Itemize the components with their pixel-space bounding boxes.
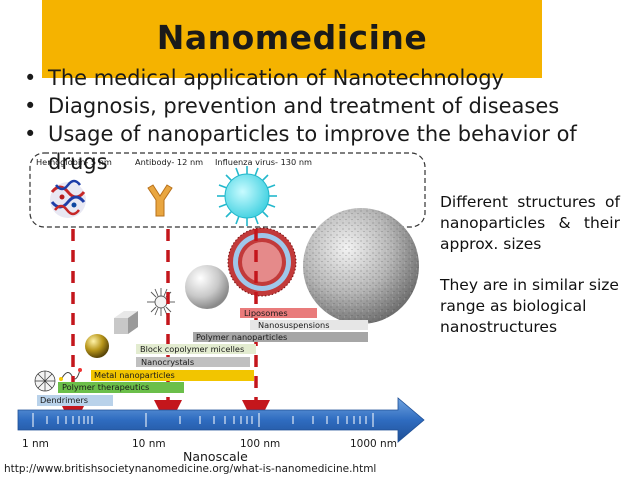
liposome-icon (227, 227, 297, 297)
nanosuspension-sphere-icon (303, 208, 419, 324)
polymer-nanoparticles-label: Polymer nanoparticles (196, 332, 287, 342)
block-copolymer-micelles-bar (136, 344, 256, 354)
dendrimers-label: Dendrimers (40, 395, 88, 405)
metal-nanoparticle-sphere-icon (85, 334, 109, 358)
influenza-virus-label: Influenza virus- 130 nm (215, 157, 312, 167)
bullet-list: The medical application of Nanotechnolog… (18, 64, 628, 176)
nanoscale-axis-arrow (17, 397, 425, 443)
nanocrystals-label: Nanocrystals (141, 357, 194, 367)
side-text-similar-size: They are in similar size range as biolog… (440, 276, 619, 336)
metal-nanoparticles-label: Metal nanoparticles (94, 370, 175, 380)
hemoglobin-label: Hemoglobin- 5 nm (36, 157, 112, 167)
liposomes-label: Liposomes (244, 308, 288, 318)
side-description: Different structures of nanoparticles & … (440, 192, 620, 358)
slide-title: Nanomedicine (156, 18, 428, 57)
bullet-item: Usage of nanoparticles to improve the be… (18, 120, 628, 176)
tick-label-1000nm: 1000 nm (350, 438, 397, 450)
polymer-therapeutics-bar (58, 382, 184, 393)
bullet-item: The medical application of Nanotechnolog… (18, 64, 628, 92)
liposomes-bar (240, 308, 317, 318)
nanosuspensions-bar (250, 320, 368, 330)
nanocrystal-cube-icon (114, 311, 138, 334)
polymer-therapeutics-label: Polymer therapeutics (62, 382, 149, 392)
metal-nanoparticles-bar (91, 370, 254, 381)
source-url: http://www.britishsocietynanomedicine.or… (4, 463, 377, 475)
dendrimers-bar (37, 395, 113, 406)
tick-label-10nm: 10 nm (132, 438, 166, 450)
antibody-icon (147, 184, 173, 217)
nanocrystals-bar (136, 357, 250, 367)
antibody-label: Antibody- 12 nm (135, 157, 203, 167)
polymer-nanoparticles-bar (193, 332, 368, 342)
size-range-bars: Liposomes Nanosuspensions Polymer nanopa… (37, 308, 368, 406)
side-text-structures: Different structures of nanoparticles & … (440, 193, 620, 253)
dendrimer-icon (34, 370, 56, 392)
tick-label-100nm: 100 nm (240, 438, 280, 450)
tick-label-1nm: 1 nm (22, 438, 49, 450)
micelle-icon (147, 288, 175, 316)
hemoglobin-protein-icon (50, 179, 86, 218)
biological-structures-box (29, 152, 426, 228)
bullet-item: Diagnosis, prevention and treatment of d… (18, 92, 628, 120)
influenza-virus-icon (217, 166, 277, 226)
polymer-nanoparticle-sphere-icon (185, 265, 229, 309)
block-copolymer-micelles-label: Block copolymer micelles (140, 344, 244, 354)
nanosuspensions-label: Nanosuspensions (258, 320, 330, 330)
polymer-therapeutic-icon (59, 368, 82, 381)
nanoscale-axis: 1 nm 10 nm 100 nm 1000 nm Nanoscale (17, 397, 425, 464)
axis-title: Nanoscale (183, 449, 248, 464)
